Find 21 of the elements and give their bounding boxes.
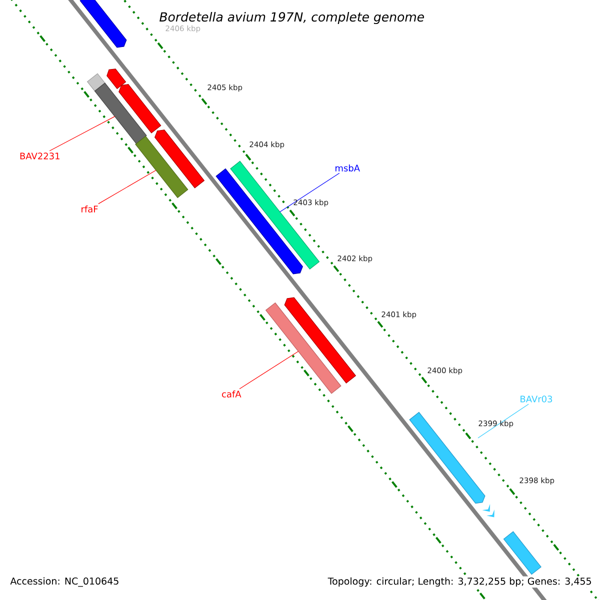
gene-label: BAV2231 [20, 152, 60, 160]
gene-bar [118, 84, 162, 134]
gene-label: cafA [222, 390, 242, 398]
footer-text: Accession: NC_010645 [10, 577, 118, 587]
leader-line [280, 172, 340, 212]
gene-bar [482, 504, 494, 518]
leader-line [98, 170, 156, 204]
gene-bar [135, 136, 188, 198]
gene-bar [80, 0, 127, 48]
gene-bar [94, 82, 147, 144]
gene-bar [86, 73, 106, 92]
leader-line [478, 404, 529, 438]
gene-label: rfaF [82, 206, 98, 212]
leader-line [239, 351, 299, 390]
leader-line [49, 116, 116, 152]
gene-label: BAVr03 [520, 396, 552, 402]
gene-label: msbA [336, 164, 360, 172]
footer-text: Topology: circular; Length: 3,732,255 bp; Genes: 3,455 [326, 576, 593, 588]
gene-bar [503, 531, 542, 575]
gene-bar [106, 68, 126, 90]
title: Bordetella avium 197N, complete genome [158, 10, 426, 26]
